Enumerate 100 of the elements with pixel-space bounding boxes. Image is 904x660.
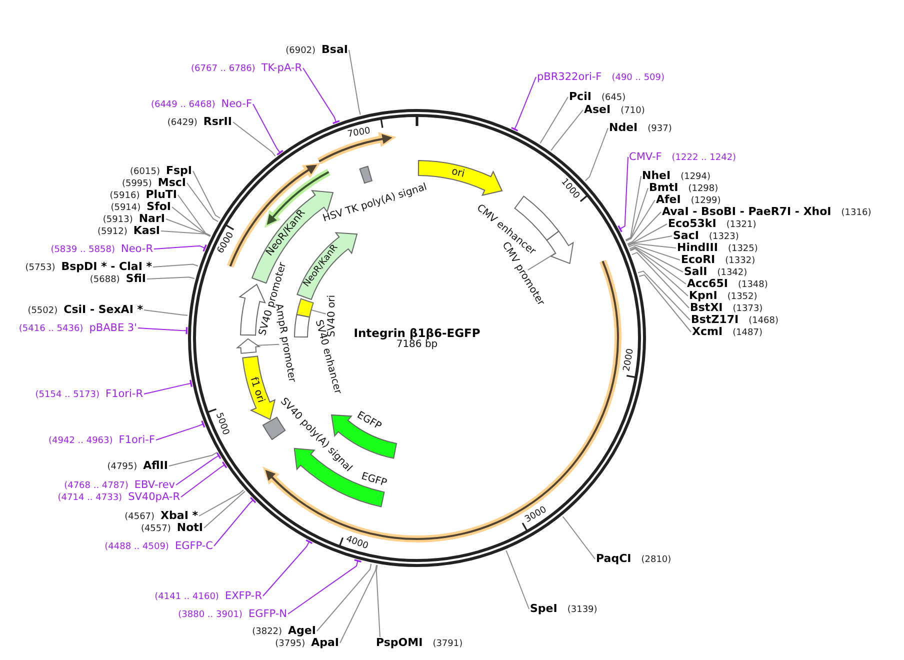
leader-line: [172, 206, 211, 236]
leader-line: [192, 170, 221, 219]
enzyme-name: NarI: [138, 212, 165, 226]
leader-line: [630, 248, 688, 296]
primer-name: SV40pA-R: [128, 490, 180, 504]
enzyme-name: BsaI: [322, 43, 348, 57]
site-position: (1348): [738, 279, 768, 292]
leader-line: [628, 242, 676, 248]
enzyme-name: Eco53kI: [668, 217, 716, 230]
site-position: (6429): [167, 117, 198, 130]
enzyme-name: XcmI: [692, 325, 723, 339]
feature-label: SV40 ori: [326, 294, 338, 337]
enzyme-name: PaqCI: [596, 552, 632, 566]
leader-line: [628, 244, 680, 260]
site-position: (1294): [680, 171, 711, 184]
site-position: (2810): [641, 554, 672, 567]
primer-name: CMV-F: [629, 150, 662, 164]
leader-line: [198, 489, 244, 516]
leader-line: [510, 76, 536, 132]
leader-line: [629, 246, 684, 272]
enzyme-name: BspDI * - ClaI *: [61, 260, 152, 274]
site-position: (1316): [841, 207, 872, 220]
enzyme-name: KasI: [133, 224, 160, 238]
feature-segment: [296, 298, 314, 318]
plasmid-name: Integrin β1β6-EGFP: [354, 327, 480, 339]
enzyme-name: NdeI: [609, 121, 638, 135]
leader-line: [156, 420, 206, 440]
leader-line: [146, 276, 195, 280]
site-position: (5914): [110, 202, 141, 214]
enzyme-name: AvaI - BsoBI - PaeR7I - XhoI: [662, 205, 832, 218]
primer-position: (4488 .. 4509): [104, 541, 169, 554]
site-position: (1332): [725, 255, 756, 268]
primer-name: Neo-R: [120, 242, 153, 256]
leader-line: [638, 270, 690, 320]
enzyme-name: CsiI - SexAI *: [64, 303, 143, 317]
primer-name: Neo-F: [221, 97, 252, 111]
plasmid-length: 7186 bp: [396, 339, 438, 351]
leader-line: [631, 252, 690, 308]
leader-line: [302, 68, 340, 124]
leader-line: [618, 156, 628, 233]
primer-position: (1222 .. 1242): [672, 152, 736, 165]
primer-name: F1ori-R: [106, 387, 143, 401]
enzyme-name: AgeI: [288, 624, 316, 638]
site-position: (3822): [252, 626, 282, 639]
enzyme-name: SalI: [684, 265, 708, 278]
primer-name: EGFP-C: [174, 539, 213, 553]
leader-line: [638, 274, 692, 332]
enzyme-name: SpeI: [530, 602, 558, 616]
leader-line: [138, 326, 188, 335]
site-position: (4795): [107, 461, 138, 474]
enzyme-name: BstZ17I: [691, 313, 739, 327]
site-position: (4557): [140, 523, 171, 536]
primer-position: (4714 .. 4733): [58, 492, 122, 505]
site-position: (5912): [97, 226, 128, 239]
site-position: (3791): [432, 638, 463, 651]
site-position: (5916): [110, 190, 140, 203]
enzyme-name: BstXI: [690, 301, 723, 315]
site-position: (937): [648, 123, 672, 136]
feature-band: [546, 230, 574, 264]
leader-line: [232, 122, 276, 157]
feature-label: EGFP: [355, 410, 383, 432]
enzyme-name: RsrII: [203, 115, 232, 129]
primer-position: (5154 .. 5173): [35, 389, 100, 402]
primer-position: (5416 .. 5436): [18, 323, 84, 336]
site-position: (6902): [286, 45, 316, 58]
leader-line: [376, 564, 380, 638]
leader-line: [627, 224, 668, 246]
enzyme-name: FspI: [166, 164, 192, 178]
primer-position: (4768 .. 4787): [64, 480, 128, 493]
scale-label: 2000: [622, 348, 636, 372]
primer-position: (4141 .. 4160): [154, 591, 219, 604]
scale-label: 5000: [212, 411, 230, 436]
enzyme-name: BmtI: [649, 181, 678, 194]
primer-position: (6449 .. 6468): [150, 99, 216, 112]
leader-line: [288, 559, 362, 614]
enzyme-name: MscI: [158, 176, 186, 190]
enzyme-name: NheI: [642, 169, 671, 183]
primer-position: (4942 .. 4963): [48, 435, 113, 448]
site-position: (710): [620, 105, 645, 118]
leader-line: [214, 496, 256, 546]
feature-band: [236, 338, 260, 354]
leader-line: [625, 188, 648, 242]
primer-name: EBV-rev: [134, 478, 175, 492]
leader-line: [255, 344, 280, 346]
leader-line: [252, 104, 284, 156]
site-position: (3795): [275, 638, 306, 651]
site-position: (5502): [28, 305, 58, 318]
site-position: (6015): [130, 166, 160, 178]
leader-line: [626, 200, 656, 242]
leader-line: [310, 309, 326, 314]
enzyme-name: AfeI: [656, 193, 681, 207]
site-position: (1468): [748, 315, 779, 328]
enzyme-name: PspOMI: [376, 636, 423, 650]
site-position: (645): [601, 92, 626, 105]
site-position: (5753): [25, 262, 56, 275]
primer-name: EXFP-R: [224, 589, 262, 603]
feature-label: ori: [450, 166, 466, 180]
site-position: (1298): [688, 183, 718, 196]
enzyme-name: KpnI: [689, 289, 718, 303]
site-position: (1373): [732, 303, 763, 315]
